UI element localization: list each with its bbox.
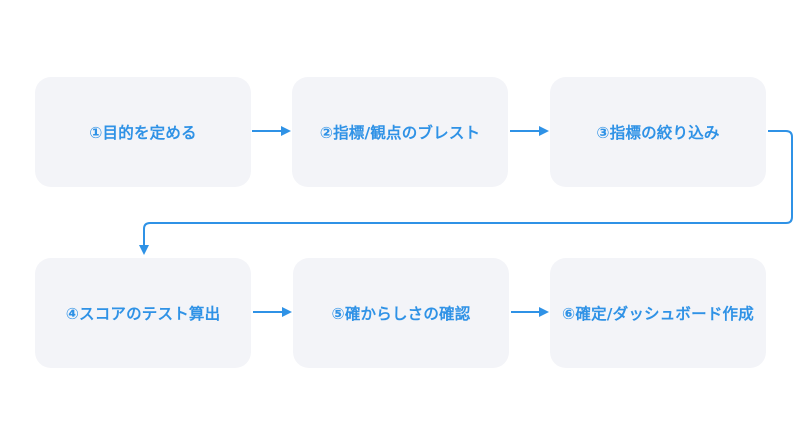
step-3-box: ③指標の絞り込み <box>550 77 766 187</box>
step-1-label: ①目的を定める <box>89 124 197 142</box>
step-6-box: ⑥確定/ダッシュボード作成 <box>550 258 766 368</box>
step-5-box: ⑤確からしさの確認 <box>293 258 509 368</box>
step-2-label: ②指標/観点のブレスト <box>319 124 481 142</box>
step-5-label: ⑤確からしさの確認 <box>331 305 471 323</box>
step-2-box: ②指標/観点のブレスト <box>292 77 508 187</box>
step-3-label: ③指標の絞り込み <box>596 124 720 142</box>
step-1-box: ①目的を定める <box>35 77 251 187</box>
step-4-box: ④スコアのテスト算出 <box>35 258 251 368</box>
step-6-label: ⑥確定/ダッシュボード作成 <box>562 305 754 323</box>
step-4-label: ④スコアのテスト算出 <box>65 305 221 323</box>
